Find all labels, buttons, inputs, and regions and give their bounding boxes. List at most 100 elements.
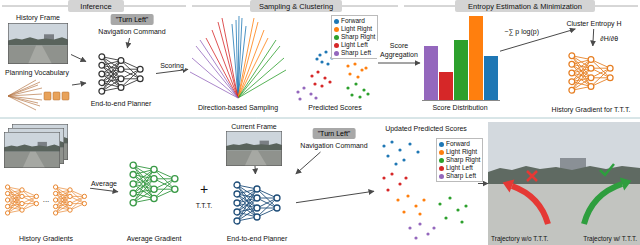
legend-label: Forward bbox=[341, 17, 365, 24]
legend-row: Sharp Right bbox=[439, 156, 480, 164]
check-mark bbox=[600, 164, 614, 175]
node-label: End-to-end Planner bbox=[227, 234, 288, 243]
legend-box: ForwardLight RightSharp RightLight LeftS… bbox=[331, 15, 378, 59]
vocab-block bbox=[44, 92, 51, 100]
command-box: "Turn Left" Navigation Command bbox=[298, 128, 370, 152]
gradient-network bbox=[53, 185, 86, 215]
history-gradients: History Gradients bbox=[2, 122, 90, 243]
legend-swatch bbox=[439, 142, 444, 147]
legend-label: Forward bbox=[446, 140, 470, 147]
legend-row: Sharp Left bbox=[439, 172, 480, 180]
bar bbox=[424, 46, 438, 100]
scatter-points bbox=[384, 142, 418, 164]
legend-swatch bbox=[439, 150, 444, 155]
trajectory-fan bbox=[8, 80, 42, 110]
edge-label: Score Aggregation bbox=[377, 41, 421, 59]
row-separator bbox=[0, 118, 640, 119]
legend-label: Light Left bbox=[446, 164, 473, 171]
node-label: Inference bbox=[80, 2, 111, 11]
scatter-points bbox=[312, 72, 330, 86]
flow-arrow bbox=[296, 191, 374, 203]
node-label: "Turn Left" bbox=[111, 14, 154, 25]
node-label: Sampling & Clustering bbox=[259, 2, 333, 11]
camera-frame: Current Frame bbox=[222, 122, 286, 166]
entropy-term: Cluster Entropy H bbox=[552, 18, 636, 29]
command-box: "Turn Left" Navigation Command bbox=[96, 14, 168, 38]
node-label: Navigation Command bbox=[98, 27, 165, 36]
flow-arrow bbox=[296, 152, 321, 174]
planner-network bbox=[99, 54, 143, 94]
legend-swatch bbox=[439, 166, 444, 171]
flow-arrow bbox=[478, 183, 488, 184]
legend-swatch bbox=[334, 35, 339, 40]
gradient-network bbox=[569, 53, 613, 93]
legend-row: Forward bbox=[334, 17, 375, 25]
legend-row: Light Right bbox=[439, 148, 480, 156]
node-label: Direction-based Sampling bbox=[198, 103, 278, 112]
ground bbox=[488, 184, 640, 245]
vocabulary-figure: Planning Vocabulary bbox=[2, 68, 72, 112]
bar bbox=[484, 56, 498, 100]
annotation: ... bbox=[42, 195, 51, 205]
node-label: Cluster Entropy H bbox=[566, 19, 621, 28]
legend-row: Light Left bbox=[334, 41, 375, 49]
gradient-network bbox=[5, 185, 38, 215]
scatter-points bbox=[348, 64, 366, 77]
fan-sharp-left bbox=[190, 40, 238, 98]
node-label: Updated Predicted Scores bbox=[385, 124, 467, 133]
node-label: Average Gradient bbox=[127, 234, 182, 243]
gradient-network: History Gradient for T.T.T. bbox=[544, 46, 638, 114]
flow-arrow bbox=[592, 29, 594, 46]
node-label: Current Frame bbox=[231, 122, 277, 131]
bar-chart: Score Distribution bbox=[420, 14, 500, 112]
legend-label: Light Right bbox=[341, 25, 372, 32]
legend-label: Sharp Right bbox=[341, 33, 375, 40]
legend-box: ForwardLight RightSharp RightLight LeftS… bbox=[436, 138, 483, 182]
bar bbox=[469, 16, 483, 100]
scatter-points bbox=[384, 174, 406, 190]
sky bbox=[488, 122, 640, 245]
node-label: Navigation Command bbox=[300, 141, 367, 150]
arrow-head bbox=[503, 179, 515, 192]
flow-arrow bbox=[127, 38, 129, 48]
node-label: History Frame bbox=[16, 13, 60, 22]
bar bbox=[439, 72, 453, 100]
legend-swatch bbox=[334, 27, 339, 32]
bar bbox=[454, 40, 468, 100]
legend-label: Sharp Left bbox=[341, 49, 371, 56]
legend-label: Light Left bbox=[341, 41, 368, 48]
fan-light-left bbox=[206, 18, 238, 98]
legend-swatch bbox=[334, 51, 339, 56]
correct-trajectory bbox=[584, 184, 622, 224]
node-label: Trajectory w/ T.T.T. bbox=[583, 234, 637, 243]
legend-label: Light Right bbox=[446, 148, 477, 155]
edge-label: −∑ p log(p) bbox=[503, 27, 540, 36]
flow-arrow bbox=[156, 69, 188, 73]
legend-row: Light Right bbox=[334, 25, 375, 33]
scatter-points bbox=[348, 84, 368, 97]
node-label: "Turn Left" bbox=[313, 128, 356, 139]
scatter-points bbox=[440, 198, 466, 222]
camera-frame bbox=[226, 131, 282, 166]
vocab-block bbox=[62, 92, 69, 100]
legend-swatch bbox=[439, 158, 444, 163]
annotation: T.T.T. bbox=[195, 201, 213, 210]
legend-label: Sharp Left bbox=[446, 172, 476, 179]
fan-sharp-right bbox=[238, 40, 286, 98]
legend-swatch bbox=[439, 174, 444, 179]
flow-arrow bbox=[71, 55, 86, 62]
legend-label: Sharp Right bbox=[446, 156, 480, 163]
flow-arrow bbox=[90, 188, 118, 192]
edge-label: ∂H/∂θ bbox=[599, 33, 619, 42]
camera-frame bbox=[8, 23, 68, 64]
node-label: Score Distribution bbox=[432, 103, 487, 112]
vocab-block bbox=[53, 92, 60, 100]
planner-network: End-to-end Planner bbox=[86, 48, 156, 108]
average-network bbox=[130, 162, 178, 206]
plus-sign: + bbox=[199, 181, 209, 197]
fan-light-right bbox=[238, 18, 268, 98]
scatter-points bbox=[298, 88, 316, 99]
legend-row: Light Left bbox=[439, 164, 480, 172]
